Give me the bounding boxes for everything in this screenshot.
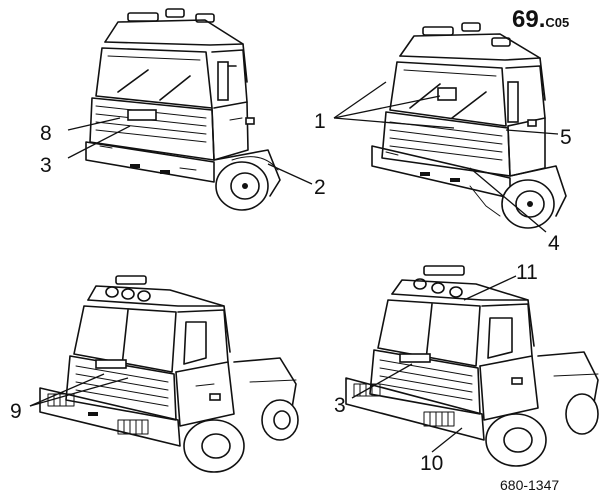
callout-4-top-right: 4 [548,232,560,255]
page-code: 69.C05 [512,6,569,33]
callout-9-bottom-left: 9 [10,400,22,423]
callout-3-bottom-right: 3 [334,394,346,417]
callout-1-top-right: 1 [314,110,326,133]
callout-10-bottom-right: 10 [420,452,443,475]
reference-number: 680-1347 [500,477,559,493]
view-bottom-right: 11 3 10 [334,261,599,475]
callout-8-top-left: 8 [40,122,52,145]
callout-11-bottom-right: 11 [516,261,538,284]
view-bottom-left: 9 [10,275,299,473]
callout-5-top-right: 5 [560,126,572,149]
callout-2-top-left: 2 [314,176,326,199]
page-code-main: 69. [512,6,545,33]
callout-3-top-left: 3 [40,154,52,177]
view-top-right: 1 5 4 [314,22,572,255]
page-code-sub: C05 [545,15,569,30]
view-top-left: 8 3 2 [40,8,326,211]
